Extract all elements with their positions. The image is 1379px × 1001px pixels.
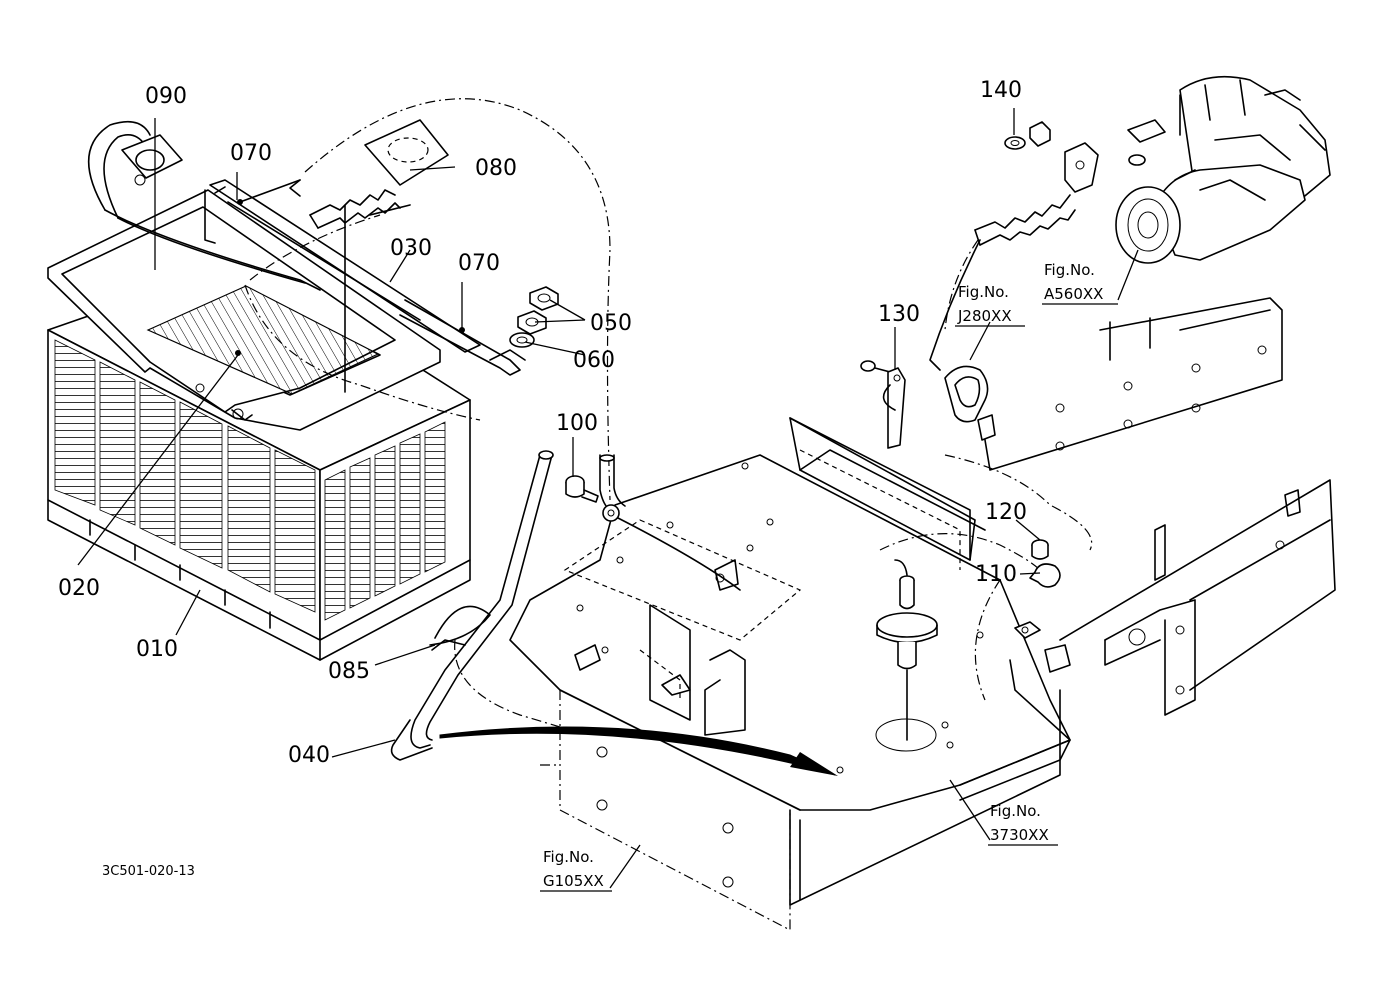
label-070-lower[interactable]: 070 — [458, 251, 500, 276]
floor-plate — [509, 417, 1071, 811]
fig-ref-j280-label: Fig.No. — [958, 283, 1009, 301]
label-140[interactable]: 140 — [980, 78, 1022, 103]
battery — [47, 259, 471, 661]
label-130[interactable]: 130 — [878, 302, 920, 327]
fig-ref-a560-label: Fig.No. — [1044, 261, 1095, 279]
label-050[interactable]: 050 — [590, 311, 632, 336]
ground-wire-100 — [565, 454, 741, 591]
label-110[interactable]: 110 — [975, 562, 1017, 587]
fig-ref-3730-label: Fig.No. — [990, 802, 1041, 820]
fig-ref-g105-code[interactable]: G105XX — [543, 872, 604, 890]
label-070-upper[interactable]: 070 — [230, 141, 272, 166]
label-120[interactable]: 120 — [985, 500, 1027, 525]
fig-ref-g105-label: Fig.No. — [543, 848, 594, 866]
hold-down-rods — [209, 179, 559, 376]
wire-harness — [244, 98, 1093, 766]
fig-ref-j280-code[interactable]: J280XX — [957, 307, 1012, 325]
part-number-labels: 090 070 080 030 070 050 060 100 020 010 … — [58, 78, 1027, 768]
wire-strap — [860, 239, 996, 449]
negative-cable — [87, 120, 321, 291]
battery-cable-140 — [944, 121, 1099, 331]
starter-motor — [1115, 75, 1331, 264]
label-100[interactable]: 100 — [556, 411, 598, 436]
drawing-code: 3C501-020-13 — [102, 864, 195, 879]
label-085[interactable]: 085 — [328, 659, 370, 684]
wire-clamp — [715, 539, 1071, 673]
label-030[interactable]: 030 — [390, 236, 432, 261]
label-080[interactable]: 080 — [475, 156, 517, 181]
drain-tube — [390, 450, 838, 776]
floor-drain-plug — [876, 559, 938, 741]
figure-reference-labels: Fig.No. A560XX Fig.No. J280XX Fig.No. 37… — [540, 261, 1118, 892]
chassis-frame — [789, 297, 1336, 906]
support-box — [559, 690, 791, 931]
fig-ref-3730-code[interactable]: 3730XX — [990, 826, 1049, 844]
fig-ref-a560-code[interactable]: A560XX — [1044, 285, 1103, 303]
label-060[interactable]: 060 — [573, 348, 615, 373]
label-040[interactable]: 040 — [288, 743, 330, 768]
label-020[interactable]: 020 — [58, 576, 100, 601]
callout-leaders — [77, 108, 1139, 889]
label-090[interactable]: 090 — [145, 84, 187, 109]
label-010[interactable]: 010 — [136, 637, 178, 662]
battery-hold-down-frame — [47, 189, 441, 431]
positive-cable — [309, 119, 449, 393]
